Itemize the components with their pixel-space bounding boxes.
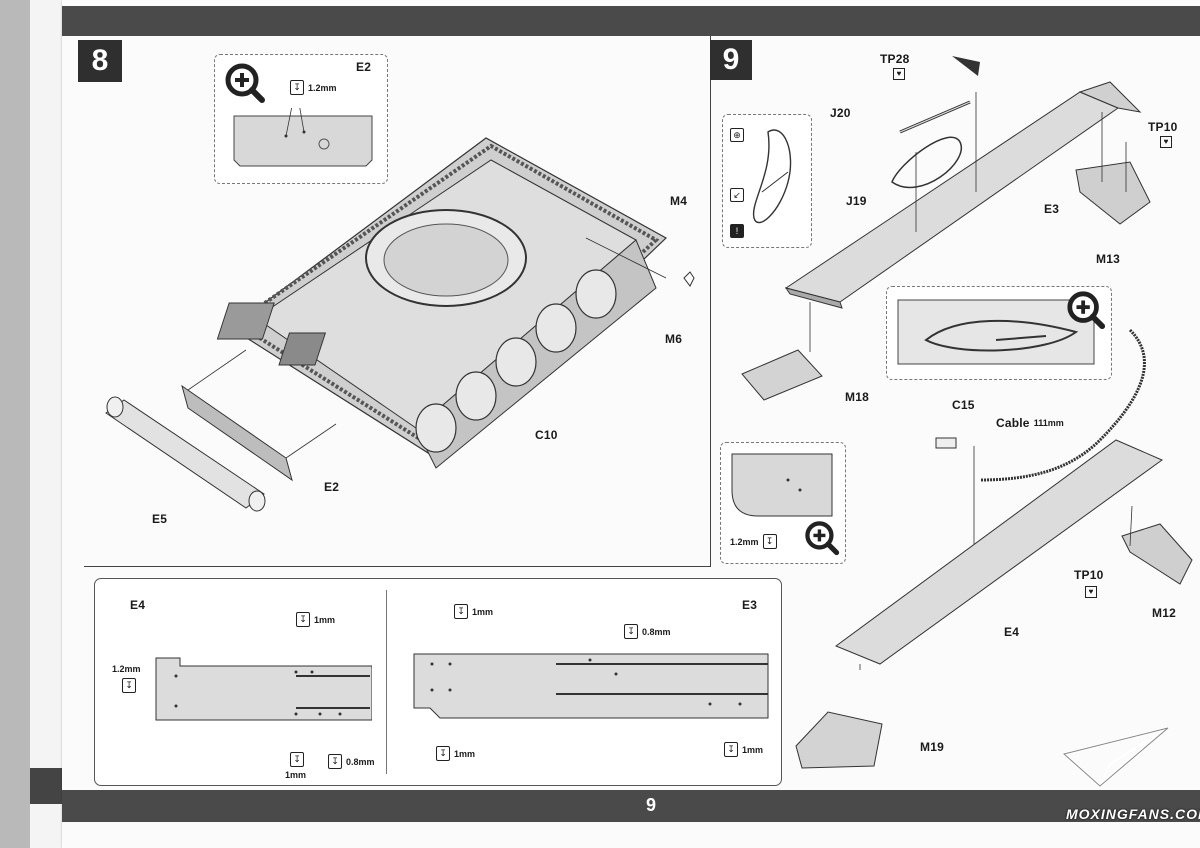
e3-drill-title: E3 <box>742 598 758 612</box>
e3-drill-top-left: ↧ 1mm <box>454 604 493 619</box>
tank-hull-drawing <box>105 137 695 512</box>
callout-e4: E4 <box>1004 625 1020 639</box>
e3-cable-zoom-drawing <box>897 299 1095 365</box>
callout-cable: Cable <box>996 416 1030 430</box>
tp10-top-icon: ♥ <box>1160 136 1172 148</box>
e3-drill-bottom-left-size: 1mm <box>454 748 476 759</box>
e3-drill-bottom-right-size: 1mm <box>742 744 764 755</box>
m19-part-drawing <box>795 711 883 769</box>
e4-drill-top: ↧ 1mm <box>296 612 335 627</box>
e3-drill-top-mid-size: 0.8mm <box>642 626 671 637</box>
warning-icon: ! <box>730 224 744 238</box>
zoom-in-icon-small: ⊕ <box>730 128 744 142</box>
drill-icon-e4-bottom-a: ↧ <box>290 752 304 767</box>
drill-icon-e4-bottom-b: ↧ <box>328 754 342 769</box>
drill-icon-e3-top-left: ↧ <box>454 604 468 619</box>
callout-m19: M19 <box>920 740 944 754</box>
bottom-bar <box>62 790 1200 822</box>
drill-panel-divider <box>386 590 387 774</box>
callout-m4: M4 <box>670 194 688 208</box>
drill-icon-e3-bottom-left: ↧ <box>436 746 450 761</box>
e3-drill-drawing <box>413 653 769 719</box>
e3-drill-bottom-right: ↧ 1mm <box>724 742 763 757</box>
page-number: 9 <box>646 795 657 815</box>
e3-fender-drawing <box>784 56 1151 352</box>
e3-drill-bottom-left: ↧ 1mm <box>436 746 475 761</box>
cable-loop-drawing <box>752 129 792 224</box>
callout-e2: E2 <box>324 480 340 494</box>
e2-zoom-title: E2 <box>356 60 372 74</box>
e2-drill-spec: ↧ 1.2mm <box>290 80 337 95</box>
callout-m6: M6 <box>665 332 683 346</box>
callout-e3: E3 <box>1044 202 1060 216</box>
e3-drill-top-left-size: 1mm <box>472 606 494 617</box>
zoom-in-icon-m18 <box>805 521 840 556</box>
m18-zoom-drawing <box>731 453 833 517</box>
tp28-icon: ♥ <box>893 68 905 80</box>
callout-c15: C15 <box>952 398 975 412</box>
callout-e5: E5 <box>152 512 168 526</box>
callout-tp10-bottom: TP10 <box>1074 568 1104 582</box>
e3-drill-top-mid: ↧ 0.8mm <box>624 624 671 639</box>
cable-length: 111mm <box>1033 418 1064 428</box>
callout-m12: M12 <box>1152 606 1176 620</box>
paper-plane-logo <box>1060 726 1169 788</box>
drill-icon: ↧ <box>290 80 304 95</box>
zoom-in-icon <box>225 63 265 103</box>
zoom-in-icon-e3 <box>1067 291 1106 330</box>
bend-icon: ↙ <box>730 188 744 202</box>
step-8-frame <box>84 36 711 567</box>
top-bar <box>62 6 1200 36</box>
drill-icon-e4-left: ↧ <box>122 678 136 693</box>
step-9-number: 9 <box>710 40 752 80</box>
m18-drill-spec: 1.2mm ↧ <box>730 534 777 549</box>
e4-fender-drawing <box>834 328 1193 670</box>
callout-j20: J20 <box>830 106 851 120</box>
callout-j19: J19 <box>846 194 867 208</box>
page-edge-dark <box>30 768 64 804</box>
e2-drill-size: 1.2mm <box>308 82 337 93</box>
drill-icon-e4-top: ↧ <box>296 612 310 627</box>
m18-part-drawing <box>741 349 823 401</box>
e4-drill-bottom-a-size: 1mm <box>285 770 307 780</box>
e4-drill-left-size: 1.2mm <box>112 664 141 674</box>
callout-m13: M13 <box>1096 252 1120 266</box>
e4-drill-bottom-b-size: 0.8mm <box>346 756 375 767</box>
callout-m18: M18 <box>845 390 869 404</box>
drill-icon-m18: ↧ <box>762 534 777 549</box>
step-8-number: 8 <box>78 40 122 82</box>
callout-c10: C10 <box>535 428 558 442</box>
cable-spec: Cable 111mm <box>996 416 1064 430</box>
watermark-text: MOXINGFANS.COM <box>1066 806 1200 822</box>
e4-drill-drawing <box>155 657 372 721</box>
drill-icon-e3-top-mid: ↧ <box>624 624 638 639</box>
m18-drill-size: 1.2mm <box>730 536 759 547</box>
callout-tp10-top: TP10 <box>1148 120 1178 134</box>
e4-drill-title: E4 <box>130 598 146 612</box>
e4-drill-top-size: 1mm <box>314 614 336 625</box>
callout-tp28: TP28 <box>880 52 910 66</box>
tp10-bottom-icon: ♥ <box>1085 586 1097 598</box>
e4-drill-bottom-b: ↧ 0.8mm <box>328 754 375 769</box>
e2-part-drawing <box>233 108 373 167</box>
drill-icon-e3-bottom-right: ↧ <box>724 742 738 757</box>
